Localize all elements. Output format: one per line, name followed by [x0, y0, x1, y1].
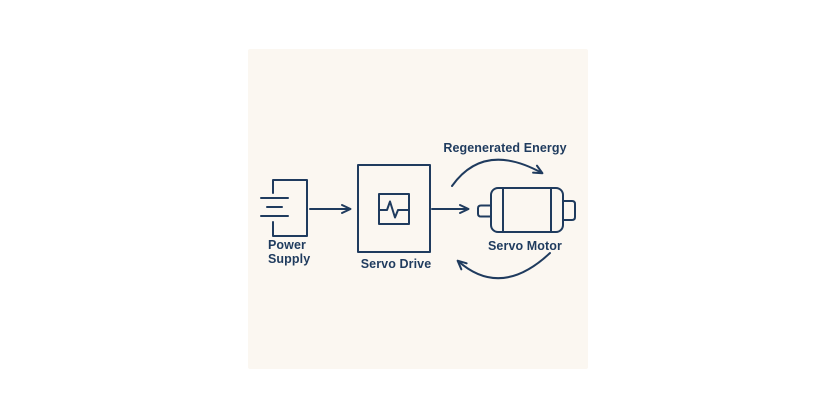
servo-drive-label: Servo Drive — [360, 257, 432, 271]
regenerated-energy-arc — [451, 158, 544, 187]
servo-motor-label: Servo Motor — [487, 239, 563, 253]
battery-icon — [260, 179, 308, 237]
waveform-screen-icon — [357, 164, 431, 253]
power-supply-label: Power Supply — [268, 238, 311, 266]
return-energy-arc — [456, 252, 551, 280]
diagram-card: Power Supply Servo Drive Servo Motor Reg… — [248, 49, 588, 369]
motor-icon — [477, 187, 576, 233]
diagram-canvas — [260, 158, 576, 280]
regenerated-energy-label: Regenerated Energy — [443, 141, 567, 155]
